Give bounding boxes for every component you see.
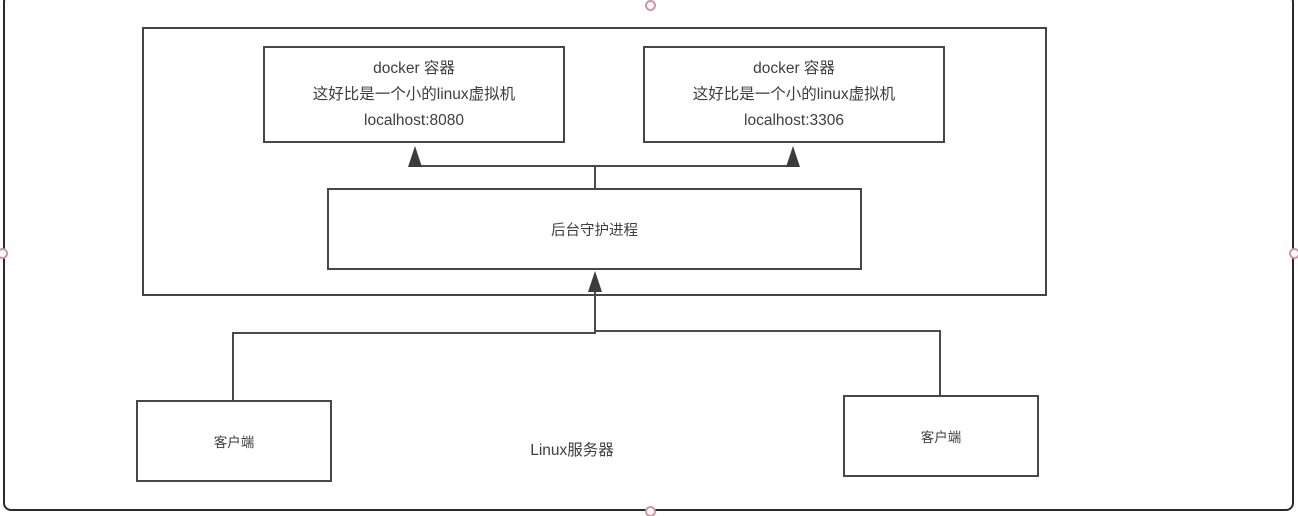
- docker-container-node-8080[interactable]: docker 容器 这好比是一个小的linux虚拟机 localhost:808…: [263, 46, 565, 143]
- resize-handle-right[interactable]: [1289, 248, 1298, 259]
- resize-handle-top[interactable]: [645, 0, 656, 11]
- connector-daemon-to-dockers[interactable]: [415, 165, 793, 188]
- linux-server-label: Linux服务器: [530, 442, 614, 459]
- client-node-left[interactable]: 客户端: [136, 400, 332, 482]
- client-node-label: 客户端: [213, 435, 255, 450]
- docker-node-description: 这好比是一个小的linux虚拟机: [692, 85, 896, 103]
- docker-container-node-3306[interactable]: docker 容器 这好比是一个小的linux虚拟机 localhost:330…: [643, 46, 945, 143]
- client-node-label: 客户端: [920, 430, 962, 445]
- daemon-process-node[interactable]: 后台守护进程: [327, 188, 862, 270]
- docker-node-title: docker 容器: [373, 59, 455, 77]
- arrowhead-to-daemon: [588, 271, 602, 292]
- client-node-right[interactable]: 客户端: [843, 395, 1039, 477]
- docker-node-address: localhost:3306: [744, 111, 844, 129]
- daemon-node-label: 后台守护进程: [551, 222, 638, 239]
- connector-client-right-to-daemon[interactable]: [595, 330, 941, 395]
- docker-node-description: 这好比是一个小的linux虚拟机: [312, 85, 516, 103]
- arrowhead-to-docker-left: [408, 146, 422, 167]
- resize-handle-bottom[interactable]: [645, 506, 656, 516]
- docker-node-address: localhost:8080: [364, 111, 464, 129]
- arrowhead-to-docker-right: [786, 146, 800, 167]
- resize-handle-left[interactable]: [0, 248, 8, 259]
- docker-node-title: docker 容器: [753, 59, 835, 77]
- connector-client-left-to-daemon[interactable]: [232, 291, 596, 400]
